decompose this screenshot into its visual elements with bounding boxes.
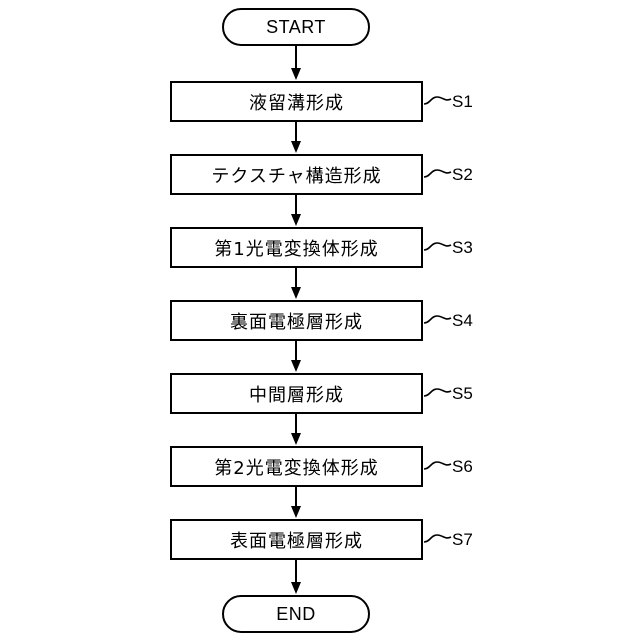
step-tag-connector-6 <box>423 461 452 470</box>
step-tag-1: S1 <box>452 92 473 111</box>
step-tag-connector-7 <box>423 534 452 543</box>
step-tag-4: S4 <box>452 311 473 330</box>
arrow-step-5-to-step-6 <box>291 414 301 445</box>
arrow-step-1-to-step-2 <box>291 122 301 153</box>
process-label-4: 裏面電極層形成 <box>230 311 363 333</box>
process-box-4: 裏面電極層形成 <box>170 300 423 341</box>
process-label-1: 液留溝形成 <box>249 92 344 114</box>
step-tag-7: S7 <box>452 530 473 549</box>
step-tag-connector-4 <box>423 315 452 324</box>
step-tag-2: S2 <box>452 165 473 184</box>
start-terminator: START <box>222 8 370 46</box>
process-label-6: 第2光電変換体形成 <box>214 457 379 479</box>
process-box-5: 中間層形成 <box>170 373 423 414</box>
process-box-3: 第1光電変換体形成 <box>170 227 423 268</box>
arrow-step-3-to-step-4 <box>291 268 301 299</box>
arrow-step-7-to-end <box>291 560 301 594</box>
process-label-3: 第1光電変換体形成 <box>214 238 379 260</box>
step-tag-6: S6 <box>452 457 473 476</box>
step-tag-connector-3 <box>423 242 452 251</box>
arrow-step-2-to-step-3 <box>291 195 301 226</box>
process-label-2: テクスチャ構造形成 <box>211 165 382 187</box>
arrow-step-6-to-step-7 <box>291 487 301 518</box>
step-tag-5: S5 <box>452 384 473 403</box>
end-terminator: END <box>222 595 370 633</box>
arrow-start-to-step-1 <box>291 46 301 80</box>
process-box-1: 液留溝形成 <box>170 81 423 122</box>
arrow-step-4-to-step-5 <box>291 341 301 372</box>
step-tag-3: S3 <box>452 238 473 257</box>
end-label: END <box>276 603 316 624</box>
start-label: START <box>266 16 326 37</box>
process-box-6: 第2光電変換体形成 <box>170 446 423 487</box>
step-tag-connector-5 <box>423 388 452 397</box>
process-box-2: テクスチャ構造形成 <box>170 154 423 195</box>
step-tag-connector-1 <box>423 96 452 105</box>
step-tag-connector-2 <box>423 169 452 178</box>
process-label-7: 表面電極層形成 <box>230 530 363 552</box>
process-label-5: 中間層形成 <box>249 384 344 406</box>
process-box-7: 表面電極層形成 <box>170 519 423 560</box>
